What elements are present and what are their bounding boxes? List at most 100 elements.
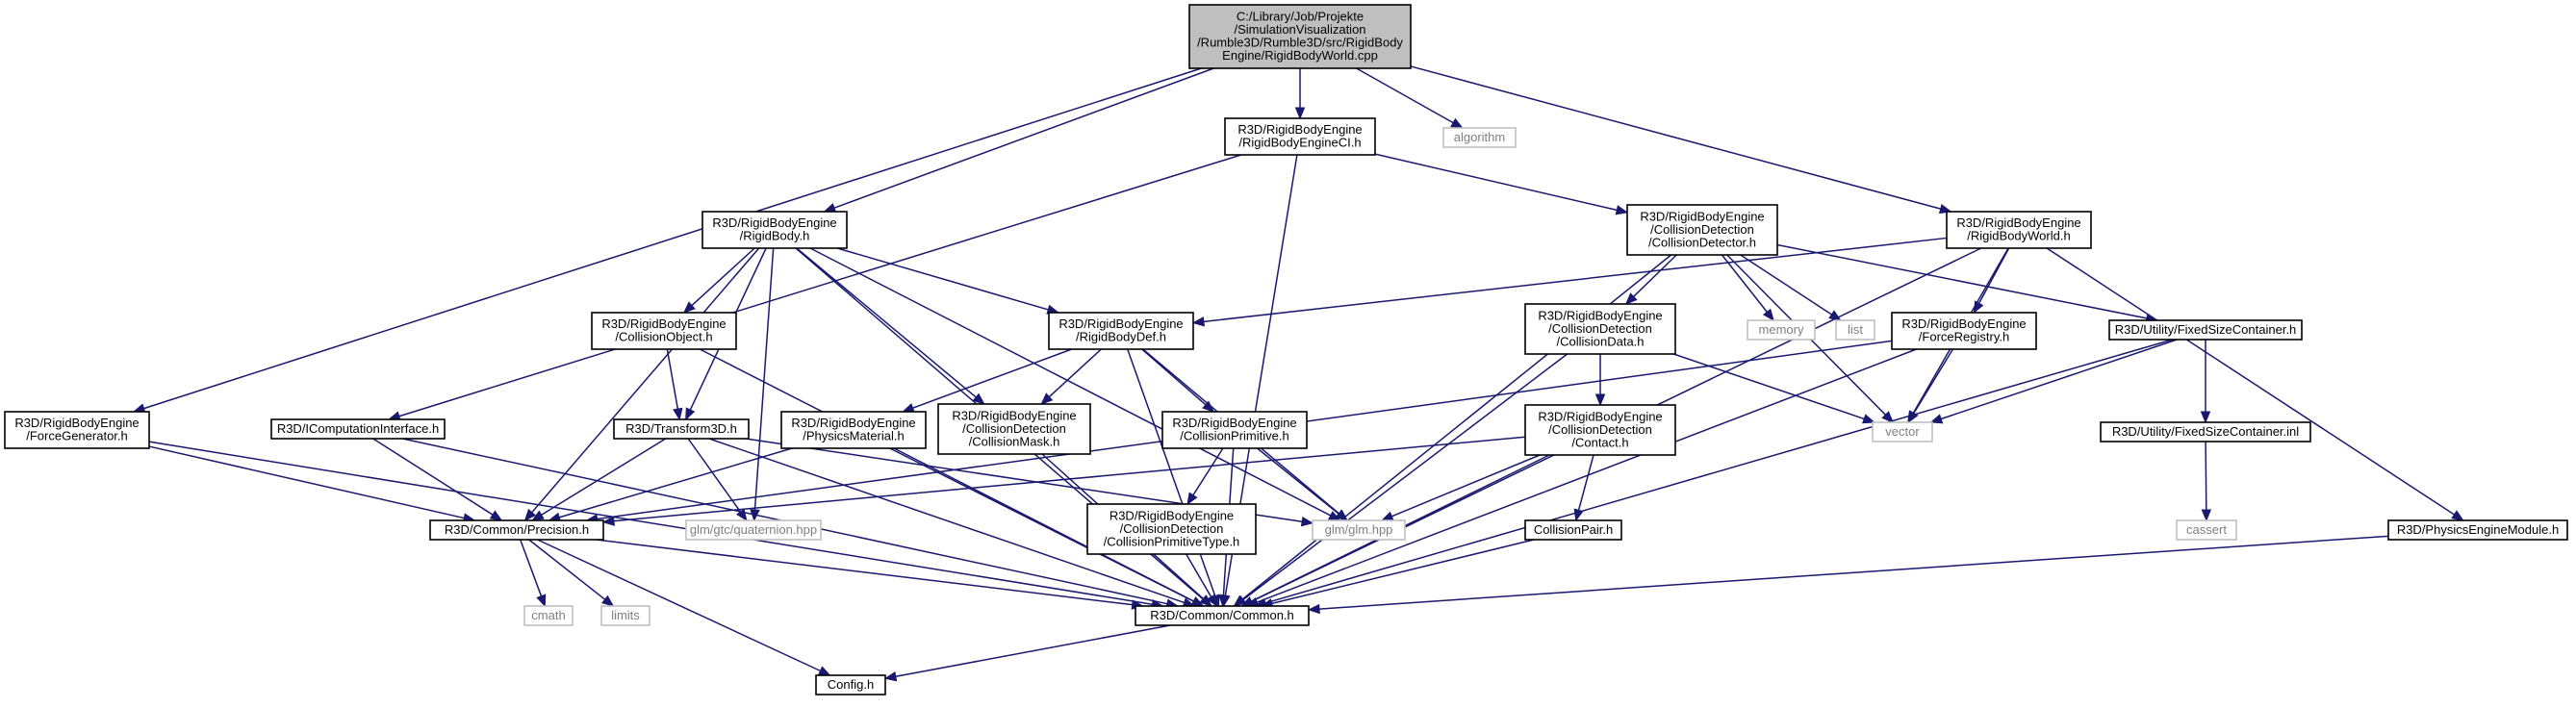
node-box [1161, 411, 1308, 449]
edge-contact-to-precision [601, 436, 1526, 526]
node-common[interactable]: R3D/Common/Common.h [1135, 605, 1310, 626]
edge-line [889, 447, 1194, 602]
edge-cl-to-colldet [1374, 153, 1629, 215]
node-label: vector [1885, 424, 1920, 439]
node-label: /Rumble3D/Rumble3D/src/RigidBody [1197, 36, 1403, 50]
edge-common-to-config [883, 624, 1171, 682]
node-box [1224, 117, 1376, 156]
node-label: R3D/RigidBodyEngine [712, 215, 836, 230]
node-label: limits [611, 608, 640, 622]
node-collobj[interactable]: R3D/RigidBodyEngine/CollisionObject.h [591, 312, 737, 350]
edge-arrowhead [601, 516, 615, 526]
edge-root-to-rigidbody [823, 67, 1214, 213]
edge-colldet-to-memory [1721, 254, 1774, 322]
node-box [1086, 503, 1257, 555]
node-label: R3D/RigidBodyEngine [1538, 308, 1662, 322]
edge-line [833, 67, 1214, 209]
edge-arrowhead [1450, 117, 1464, 129]
edge-line [531, 247, 760, 514]
node-rbworld[interactable]: R3D/RigidBodyEngine/RigidBodyWorld.h [1946, 211, 2092, 249]
edge-line [1740, 254, 1832, 316]
edge-arrowhead [1762, 308, 1774, 322]
edge-arrowhead [685, 407, 696, 421]
edge-line [1721, 254, 1768, 313]
node-label: R3D/Utility/FixedSizeContainer.h [2115, 322, 2297, 337]
node-label: cassert [2186, 522, 2227, 537]
node-cl[interactable]: R3D/RigidBodyEngine/RigidBodyEngineCI.h [1224, 117, 1376, 156]
node-label: /CollisionDetection [1120, 521, 1224, 536]
edge-arrowhead [1624, 292, 1638, 305]
node-label: /CollisionDetection [1548, 422, 1652, 437]
node-glm: glm/glm.hpp [1312, 519, 1406, 541]
node-algorithm: algorithm [1442, 127, 1517, 148]
node-forcegen[interactable]: R3D/RigidBodyEngine/ForceGenerator.h [4, 411, 150, 449]
edge-rbworld-to-physmodule [2046, 247, 2464, 521]
edge-line [836, 247, 1049, 311]
node-label: /CollisionDetection [1548, 321, 1652, 336]
edge-fixedsize-to-vector [1929, 339, 2178, 424]
edge-arrowhead [1300, 516, 1314, 527]
node-box [1312, 519, 1406, 541]
edge-line [1913, 348, 1954, 414]
node-icomp[interactable]: R3D/IComputationInterface.h [270, 418, 446, 440]
edge-line [558, 447, 793, 518]
node-label: R3D/RigidBodyEngine [601, 316, 726, 331]
node-precision[interactable]: R3D/Common/Precision.h [429, 519, 604, 541]
node-physmat[interactable]: R3D/RigidBodyEngine/PhysicsMaterial.h [780, 411, 927, 449]
node-label: Engine/RigidBodyWorld.cpp [1222, 48, 1378, 63]
node-collpair[interactable]: CollisionPair.h [1524, 519, 1622, 541]
node-box [1524, 519, 1622, 541]
node-physmodule[interactable]: R3D/PhysicsEngineModule.h [2387, 519, 2568, 541]
edge-colldata-to-common [1234, 353, 1569, 607]
node-rbdef[interactable]: R3D/RigidBodyEngine/RigidBodyDef.h [1048, 312, 1194, 350]
node-fixedsize[interactable]: R3D/Utility/FixedSizeContainer.h [2108, 319, 2303, 341]
edge-arrowhead [682, 301, 696, 314]
edge-transform-to-precision [531, 438, 667, 521]
node-label: glm/gtc/quaternion.hpp [690, 522, 817, 537]
node-label: Config.h [828, 677, 874, 692]
node-label: R3D/RigidBodyEngine [1538, 409, 1662, 423]
node-box [600, 605, 650, 626]
node-transform[interactable]: R3D/Transform3D.h [613, 418, 750, 440]
edge-fixedsize-to-common [1254, 339, 2173, 608]
edge-arrowhead [1199, 594, 1212, 607]
node-label: /CollisionData.h [1556, 334, 1644, 348]
edge-precision-to-common [596, 539, 1144, 610]
node-label: algorithm [1454, 130, 1505, 144]
node-box [1048, 312, 1194, 350]
node-forcereg[interactable]: R3D/RigidBodyEngine/ForceRegistry.h [1891, 312, 2037, 350]
node-collprimtype[interactable]: R3D/RigidBodyEngine/CollisionDetection/C… [1086, 503, 1257, 555]
edge-rigidbody-to-collobj [682, 247, 755, 314]
node-box [1891, 312, 2037, 350]
edge-line [1374, 153, 1618, 212]
node-contact[interactable]: R3D/RigidBodyEngine/CollisionDetection/C… [1524, 404, 1676, 456]
node-label: glm/glm.hpp [1325, 522, 1393, 537]
edge-arrowhead [1040, 392, 1054, 405]
node-collprim[interactable]: R3D/RigidBodyEngine/CollisionPrimitive.h [1161, 411, 1308, 449]
edge-rbdef-to-collmask [1040, 348, 1102, 405]
edge-arrowhead [1218, 594, 1229, 608]
node-colldata[interactable]: R3D/RigidBodyEngine/CollisionDetection/C… [1524, 303, 1676, 355]
node-colldet[interactable]: R3D/RigidBodyEngine/CollisionDetection/C… [1626, 204, 1778, 256]
edge-colldata-to-vector [1673, 353, 1875, 424]
edge-forcegen-to-precision [148, 445, 476, 523]
node-collmask[interactable]: R3D/RigidBodyEngine/CollisionDetection/C… [937, 403, 1091, 455]
edge-rbworld-to-rbdef [1191, 237, 1948, 327]
node-config[interactable]: Config.h [815, 674, 886, 695]
edge-arrowhead [673, 407, 683, 421]
edge-arrowhead [1206, 594, 1217, 608]
edge-arrowhead [1881, 411, 1895, 423]
edge-line [1264, 339, 2173, 604]
edge-line [1242, 353, 1569, 600]
node-fixedinl[interactable]: R3D/Utility/FixedSizeContainer.inl [2100, 421, 2311, 442]
edge-rbdef-to-common [1127, 348, 1220, 608]
node-rigidbody[interactable]: R3D/RigidBodyEngine/RigidBody.h [701, 211, 848, 249]
edge-arrowhead [1191, 316, 1205, 327]
edge-collprim-to-glm [1257, 447, 1348, 521]
node-label: R3D/RigidBodyEngine [1901, 316, 2026, 331]
edge-line [1356, 67, 1454, 124]
node-box [613, 418, 750, 440]
edge-colldet-to-list [1740, 254, 1842, 321]
node-root[interactable]: C:/Library/Job/Projekte/SimulationVisual… [1188, 4, 1412, 69]
node-box [685, 519, 822, 541]
